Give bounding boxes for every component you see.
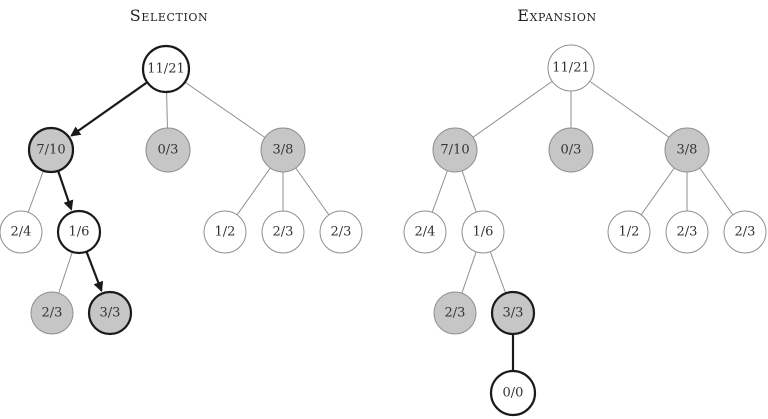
tree-node-label: 2/3 <box>677 225 698 240</box>
tree-node-label: 3/8 <box>273 143 294 158</box>
tree-node-expansion-3-8 <box>664 127 710 173</box>
tree-node-label: 2/4 <box>11 225 32 240</box>
tree-node-expansion-2-3 <box>665 210 709 254</box>
tree-node-label: 2/3 <box>331 225 352 240</box>
tree-node-expansion-2-4 <box>403 210 447 254</box>
tree-node-label: 11/21 <box>147 62 184 77</box>
tree-node-label: 7/10 <box>440 143 469 158</box>
panel-expansion: 11/21 7/10 0/3 3/8 2/4 1/6 1/2 2/3 2/3 2/3 3/3 0/0 <box>403 44 767 417</box>
tree-node-label: 0/3 <box>561 143 582 158</box>
tree-node-expansion-1-6 <box>461 210 505 254</box>
panel-selection: 11/21 7/10 0/3 3/8 2/4 1/6 1/2 2/3 2/3 2/3 3/3 <box>0 44 363 336</box>
tree-node-selection-2-3 <box>30 291 74 335</box>
tree-node-selection-2-3 <box>261 210 305 254</box>
tree-node-expansion-3-3 <box>490 290 536 336</box>
tree-edge <box>570 67 688 151</box>
tree-node-expansion-11-21 <box>547 44 595 92</box>
tree-node-expansion-1-2 <box>607 210 651 254</box>
tree-node-selection-1-2 <box>203 210 247 254</box>
tree-node-expansion-7-10 <box>432 127 478 173</box>
panel-title-expansion: Expansion <box>517 6 597 25</box>
tree-node-label: 2/3 <box>273 225 294 240</box>
tree-node-label: 2/3 <box>445 306 466 321</box>
tree-edge <box>454 67 572 151</box>
tree-node-label: 0/3 <box>158 143 179 158</box>
tree-node-expansion-0-3 <box>548 127 594 173</box>
panel-title-selection: Selection <box>129 6 209 25</box>
tree-node-label: 2/3 <box>42 306 63 321</box>
tree-node-label: 7/10 <box>36 143 65 158</box>
tree-node-selection-7-10 <box>27 126 75 174</box>
tree-node-selection-2-4 <box>0 210 43 254</box>
tree-node-label: 1/6 <box>69 225 90 240</box>
tree-node-label: 11/21 <box>552 61 589 76</box>
tree-node-label: 3/3 <box>100 306 121 321</box>
tree-node-label: 2/3 <box>735 225 756 240</box>
tree-node-expansion-2-3 <box>433 291 477 335</box>
tree-node-label: 1/2 <box>619 225 640 240</box>
tree-node-selection-2-3 <box>319 210 363 254</box>
tree-node-label: 2/4 <box>415 225 436 240</box>
tree-node-selection-1-6 <box>56 209 102 255</box>
tree-node-selection-3-8 <box>260 127 306 173</box>
tree-node-label: 1/6 <box>473 225 494 240</box>
tree-node-expansion-2-3 <box>723 210 767 254</box>
tree-node-label: 1/2 <box>215 225 236 240</box>
tree-node-label: 0/0 <box>503 386 524 401</box>
tree-node-expansion-0-0 <box>489 369 537 417</box>
tree-node-selection-11-21 <box>141 44 191 94</box>
tree-node-selection-3-3 <box>87 290 133 336</box>
tree-node-selection-0-3 <box>145 127 191 173</box>
tree-node-label: 3/8 <box>677 143 698 158</box>
tree-node-label: 3/3 <box>503 306 524 321</box>
